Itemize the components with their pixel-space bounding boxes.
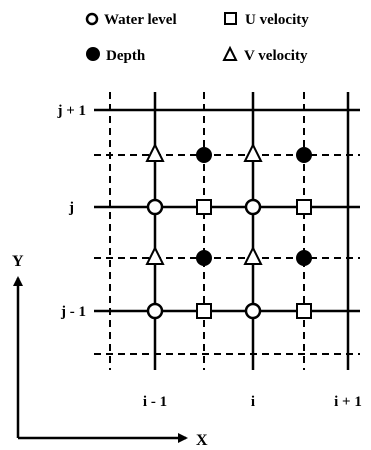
depth-node — [196, 250, 212, 266]
col-label-i: i — [251, 394, 255, 410]
u-velocity-node — [296, 303, 312, 319]
row-label-j: j — [68, 200, 74, 216]
col-label-i-plus-1: i + 1 — [334, 394, 362, 410]
legend-u-velocity-label: U velocity — [245, 12, 309, 28]
depth-node — [196, 147, 212, 163]
row-label-j-minus-1: j - 1 — [60, 304, 86, 320]
v-velocity-legend-icon — [222, 45, 238, 61]
x-axis-label: X — [196, 432, 208, 449]
node-row-j-half-upper — [145, 142, 312, 163]
water-level-node — [146, 198, 164, 216]
legend: Water level U velocity Depth V velocity — [85, 12, 309, 64]
v-velocity-node — [145, 142, 165, 162]
y-axis-label: Y — [12, 253, 24, 270]
u-velocity-legend-icon — [224, 12, 237, 25]
water-level-node — [146, 302, 164, 320]
u-velocity-node — [296, 199, 312, 215]
grid-lines — [94, 92, 360, 370]
depth-legend-icon — [86, 47, 100, 61]
node-row-j-minus-1 — [146, 302, 312, 320]
node-row-j — [146, 198, 312, 216]
v-velocity-node — [243, 142, 263, 162]
u-velocity-node — [196, 199, 212, 215]
legend-depth-label: Depth — [106, 48, 146, 64]
legend-v-velocity-label: V velocity — [244, 48, 308, 64]
v-velocity-node — [145, 245, 165, 265]
depth-node — [296, 250, 312, 266]
v-velocity-node — [243, 245, 263, 265]
axes: Y X — [12, 253, 208, 449]
water-level-node — [244, 302, 262, 320]
legend-water-level-label: Water level — [104, 12, 177, 28]
node-row-j-half-lower — [145, 245, 312, 266]
u-velocity-node — [196, 303, 212, 319]
water-level-legend-icon — [85, 12, 99, 26]
water-level-node — [244, 198, 262, 216]
depth-node — [296, 147, 312, 163]
col-label-i-minus-1: i - 1 — [143, 394, 167, 410]
row-label-j-plus-1: j + 1 — [56, 103, 86, 119]
